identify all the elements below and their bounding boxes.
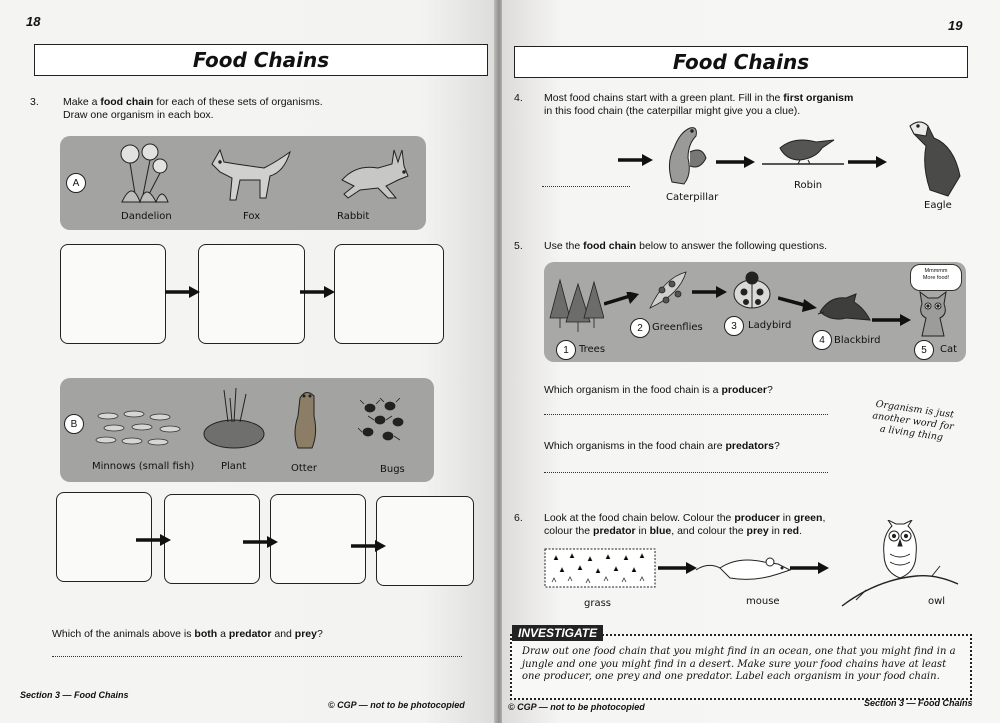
answer-box[interactable] [270,494,366,584]
ladybird-illustration [733,271,771,309]
organism-label: Dandelion [121,211,172,222]
page-title: Food Chains [672,50,810,74]
answer-box[interactable] [164,494,260,584]
chain-step-number: 3 [724,316,744,336]
organism-label: Robin [794,180,823,191]
question-number: 5. [514,240,523,252]
organism-label: Rabbit [337,211,370,222]
bugs-illustration [358,398,404,441]
otter-illustration [294,392,317,449]
book-spine [494,0,504,723]
question-3-text: Make a food chain for each of these sets… [63,96,323,121]
organism-label: Fox [243,211,261,222]
greenflies-illustration [649,271,687,309]
grass-illustration [544,548,656,588]
organism-label: Greenflies [652,322,703,333]
page-title-box: Food Chains [514,46,968,78]
organism-label: Eagle [924,200,952,211]
page-title-box: Food Chains [34,44,488,76]
arrow-right-icon [790,562,829,574]
arrow-right-icon [778,296,817,312]
arrow-right-icon [136,534,171,546]
set-a-tag: A [66,173,86,193]
answer-box[interactable] [376,496,474,586]
question-number: 6. [514,512,523,524]
question-4-text: Most food chains start with a green plan… [544,92,854,117]
producer-question: Which organism in the food chain is a pr… [544,384,773,396]
arrow-right-icon [716,156,755,168]
arrow-right-icon [848,156,887,168]
blackbird-illustration [817,293,871,321]
footer-copyright: © CGP — not to be photocopied [328,700,465,710]
footer-section: Section 3 — Food Chains [864,698,973,708]
arrow-right-icon [872,314,911,326]
arrow-right-icon [692,286,727,298]
organism-label: grass [584,598,612,609]
organism-label: Ladybird [748,320,792,331]
trees-illustration [549,278,604,332]
question-5-text: Use the food chain below to answer the f… [544,240,828,252]
investigate-text: Draw out one food chain that you might f… [522,646,956,682]
organism-label: Minnows (small fish) [92,461,195,472]
arrow-right-icon [658,562,697,574]
investigate-box [510,634,972,700]
organism-label: Bugs [380,464,405,475]
arrow-right-icon [300,286,335,298]
organism-label: Blackbird [834,335,881,346]
question-number: 3. [30,96,39,108]
cat-illustration [919,290,947,337]
answer-box[interactable] [56,492,152,582]
chain-step-number: 5 [914,340,934,360]
organism-label: Plant [221,461,247,472]
organism-label: owl [928,596,946,607]
set-b-tag: B [64,414,84,434]
answer-line[interactable] [544,414,828,415]
organism-label: Trees [579,344,606,355]
page-number: 19 [948,18,963,33]
minnows-illustration [95,410,181,446]
chain-step-number: 4 [812,330,832,350]
organism-label: Caterpillar [666,192,719,203]
answer-line[interactable] [544,472,828,473]
mouse-illustration [695,557,792,580]
organism-label: mouse [746,596,780,607]
answer-line[interactable] [52,656,462,657]
water-plant-illustration [203,387,265,449]
caterpillar-illustration [668,127,707,185]
question-number: 4. [514,92,523,104]
answer-box[interactable] [334,244,444,344]
arrow-right-icon [351,540,386,552]
predators-question: Which organisms in the food chain are pr… [544,440,780,452]
investigate-tag: INVESTIGATE [512,625,604,641]
right-page: 19 Food Chains 4. Most food chains start… [502,0,1000,723]
organism-label: Cat [940,344,958,355]
chain-step-number: 1 [556,340,576,360]
arrow-right-icon [165,286,200,298]
chain-step-number: 2 [630,318,650,338]
answer-box[interactable] [198,244,305,344]
footer-copyright: © CGP — not to be photocopied [508,702,645,712]
rabbit-illustration [341,149,409,199]
arrow-right-icon [604,292,639,306]
speech-bubble: Mmmmm More food! [910,264,962,291]
eagle-illustration [909,121,961,197]
owl-illustration [841,520,959,607]
dandelion-illustration [120,143,169,204]
margin-note: Organism is just another word for a livi… [871,398,955,444]
left-page: 18 Food Chains 3. Make a food chain for … [0,0,496,723]
organism-label: Otter [291,463,317,474]
arrow-right-icon [618,154,653,166]
arrow-right-icon [243,536,278,548]
predator-prey-question: Which of the animals above is both a pre… [52,628,323,640]
page-number: 18 [26,14,41,29]
page-title: Food Chains [192,48,330,72]
footer-section: Section 3 — Food Chains [20,690,129,700]
first-organism-answer-line[interactable] [542,186,630,187]
question-6-text: Look at the food chain below. Colour the… [544,512,826,537]
fox-illustration [211,148,291,201]
answer-box[interactable] [60,244,166,344]
robin-illustration [762,139,844,165]
